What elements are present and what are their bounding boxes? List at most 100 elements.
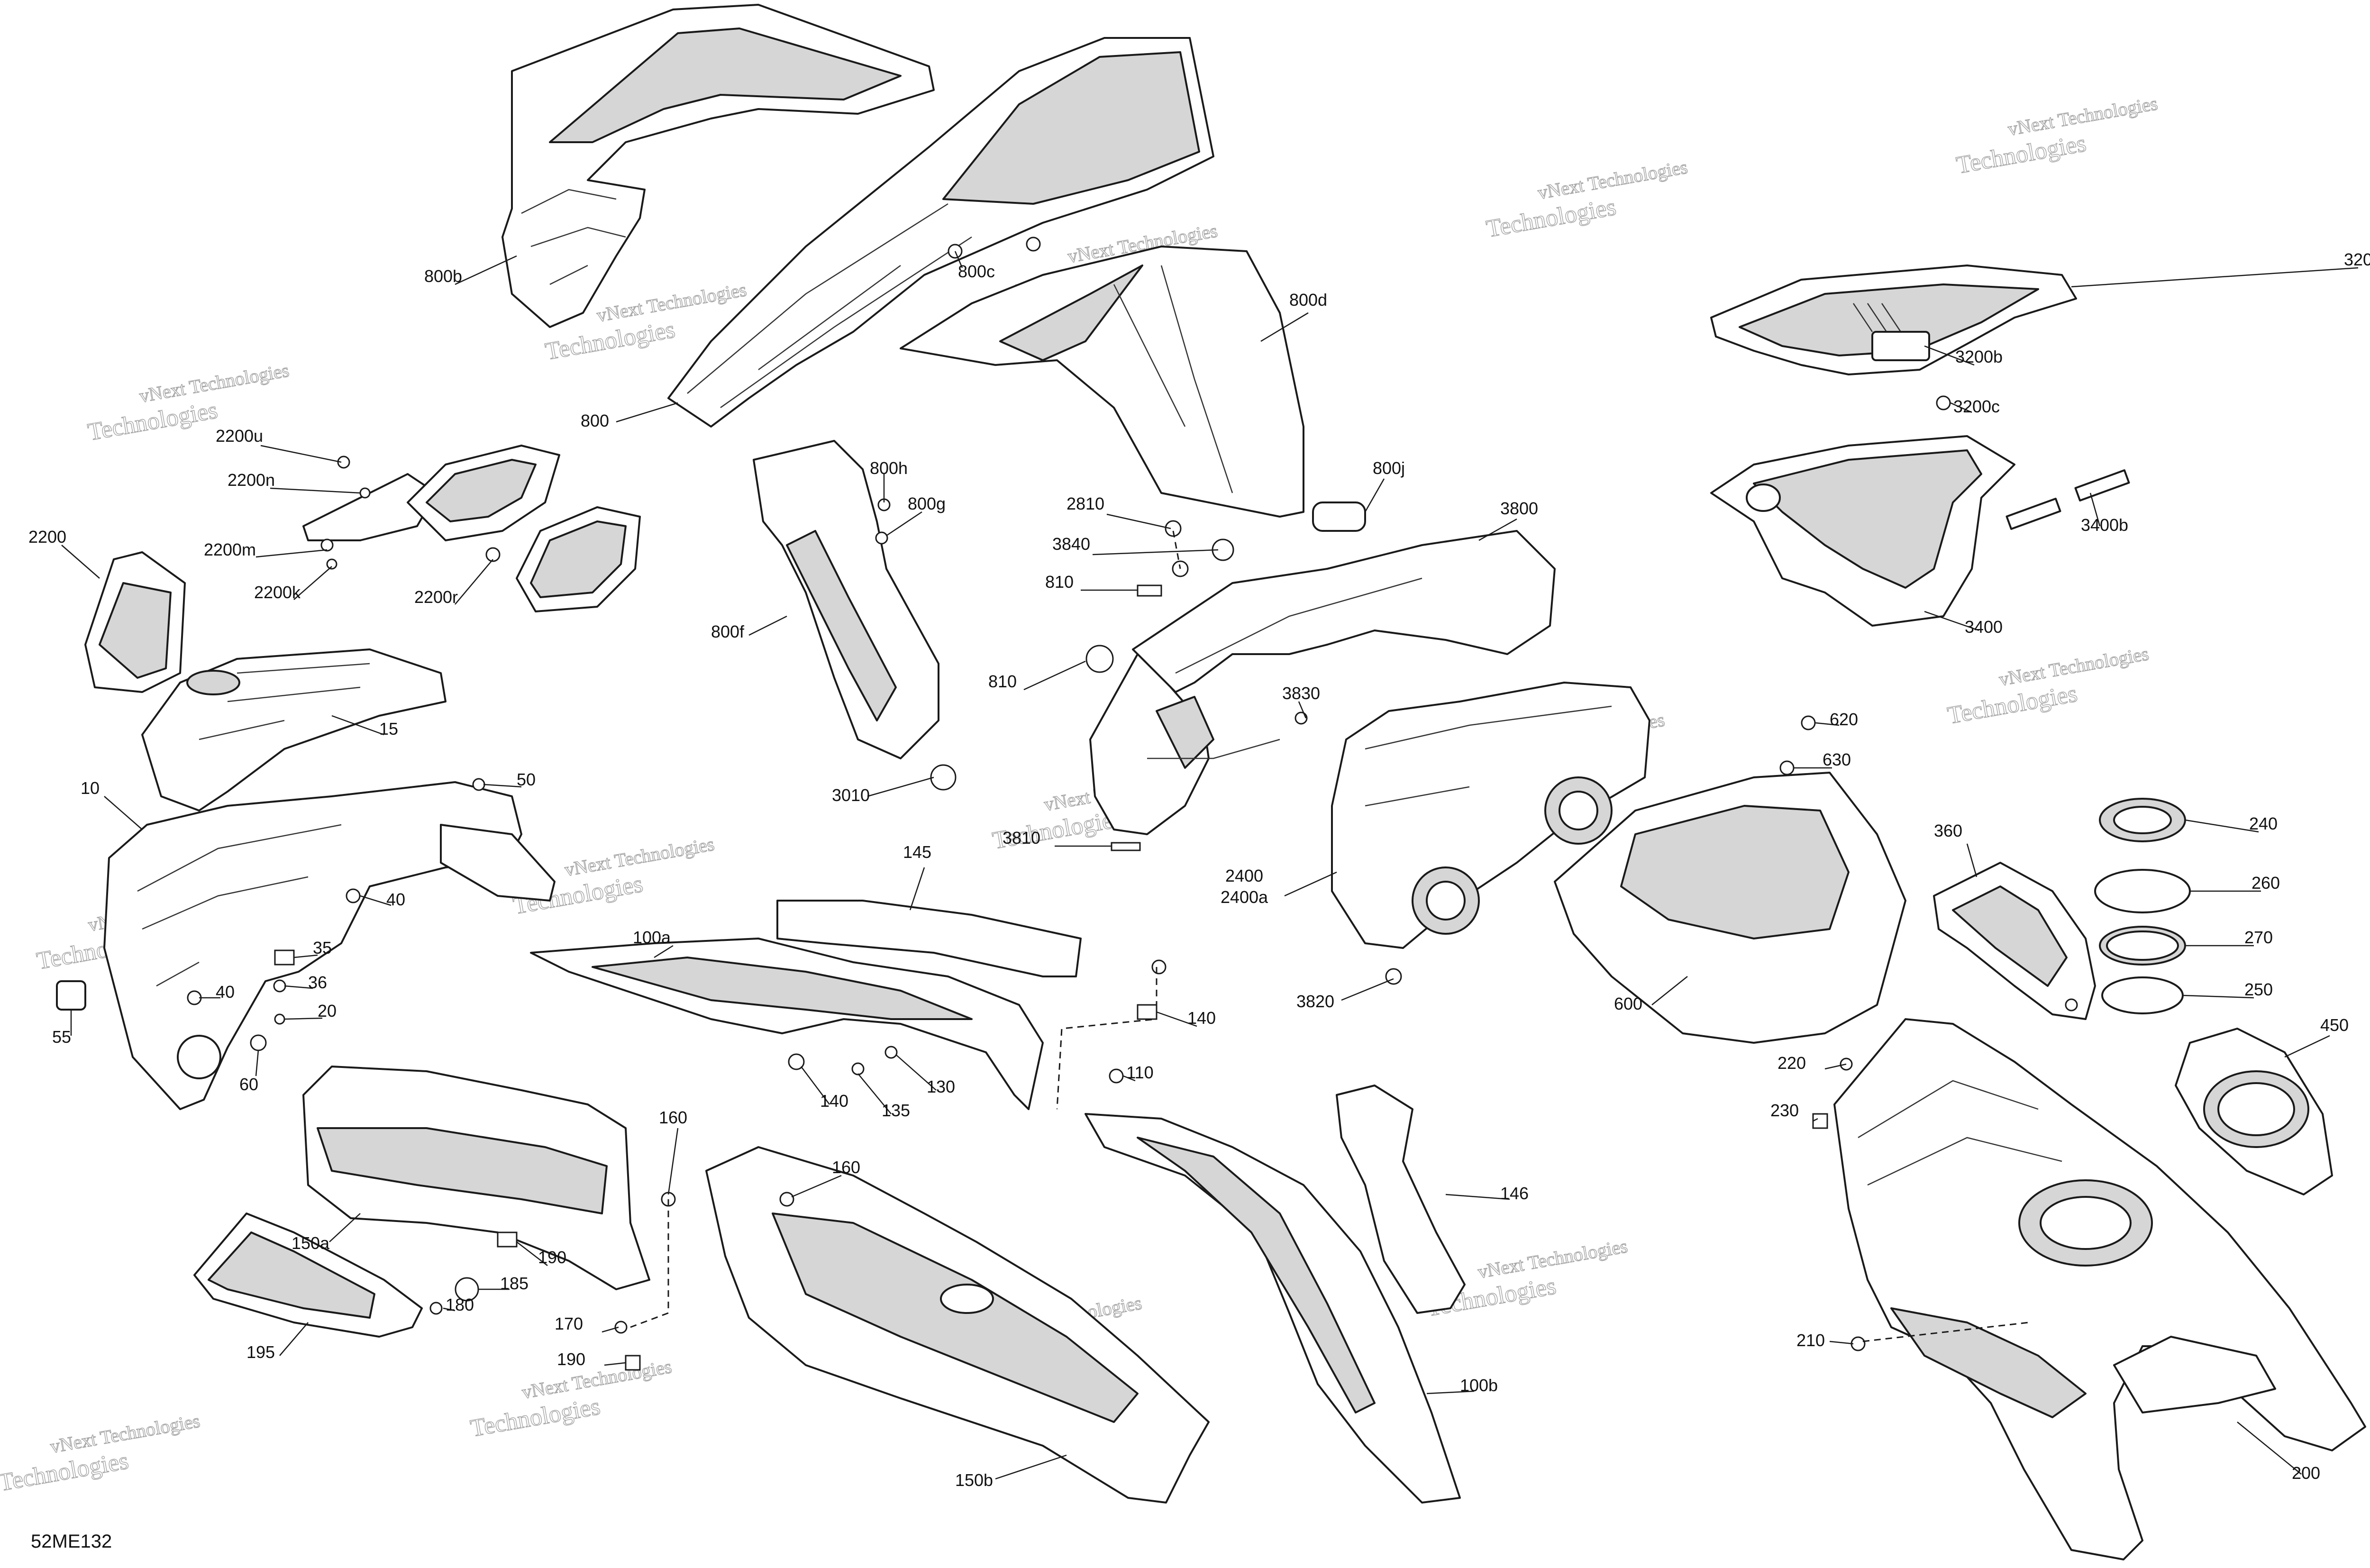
callout-800d: 800d <box>1289 290 1327 310</box>
storage-bin-3400 <box>1710 435 2015 627</box>
callout-270: 270 <box>2244 928 2273 947</box>
callout-40: 40 <box>386 890 405 909</box>
leader-lines <box>61 251 2359 1480</box>
callout-810: 810 <box>1045 572 1074 592</box>
assembly-lines <box>630 530 2029 1342</box>
strip-3400b <box>2005 469 2130 530</box>
callout-140: 140 <box>820 1091 848 1111</box>
callout-2200k: 2200k <box>254 583 301 602</box>
callout-50: 50 <box>517 770 536 789</box>
trim-195 <box>193 1212 423 1338</box>
console-200 <box>1833 1018 2366 1560</box>
cap-55 <box>56 980 86 1011</box>
callout-200: 200 <box>2292 1463 2320 1483</box>
callout-3840: 3840 <box>1052 534 1090 554</box>
watermark: vNext Technologies Technologies <box>1954 92 2160 179</box>
callout-3810: 3810 <box>1003 828 1040 848</box>
watermark: vNext Technologies Technologies <box>85 359 291 446</box>
mirror-2200 <box>84 551 186 693</box>
callout-3200: 3200 <box>2344 250 2370 269</box>
callout-3830: 3830 <box>1282 684 1320 703</box>
side-panel-150b <box>705 1146 1210 1504</box>
callout-150b: 150b <box>955 1470 993 1490</box>
callout-190: 190 <box>538 1248 566 1267</box>
panel-360 <box>1933 862 2096 1020</box>
callout-130: 130 <box>927 1077 955 1096</box>
callout-3200c: 3200c <box>1953 397 2000 416</box>
side-panel-100b <box>1085 1113 1461 1504</box>
callout-150a: 150a <box>292 1233 330 1253</box>
trim-145 <box>776 900 1082 977</box>
callout-360: 360 <box>1934 821 1962 840</box>
callout-260: 260 <box>2252 873 2280 893</box>
callout-3400: 3400 <box>1965 617 2003 637</box>
callout-185: 185 <box>500 1274 529 1293</box>
fairing-800b <box>501 4 935 328</box>
fairing-800 <box>667 37 1214 428</box>
front-fairing-10 <box>103 781 556 1110</box>
callout-800: 800 <box>581 411 609 430</box>
fastener-800j <box>1312 501 1366 532</box>
fasteners <box>187 237 2078 1371</box>
callout-2200m: 2200m <box>204 540 256 559</box>
callout-10: 10 <box>81 778 100 798</box>
callout-36: 36 <box>308 973 327 992</box>
side-panel-100a <box>530 938 1044 1110</box>
lower-fairing-600 <box>1554 772 1906 1044</box>
fairing-800f <box>753 440 939 759</box>
cover-15 <box>141 648 447 811</box>
callout-146: 146 <box>1500 1184 1529 1203</box>
lid-3200 <box>1710 264 2077 375</box>
callout-160: 160 <box>832 1158 860 1177</box>
trim-146 <box>1336 1085 1466 1314</box>
callout-800c: 800c <box>958 262 995 281</box>
cup-holder-450 <box>2175 1028 2333 1195</box>
callout-195: 195 <box>246 1342 275 1362</box>
callout-20: 20 <box>318 1001 337 1021</box>
callout-110: 110 <box>1126 1063 1153 1082</box>
diagram-code: 52ME132 <box>31 1531 112 1552</box>
mirror-bracket-2200n <box>302 445 560 541</box>
side-panel-150a <box>302 1066 650 1290</box>
fairing-800d <box>900 246 1304 518</box>
callout-2400: 2400 <box>1225 866 1263 885</box>
callout-220: 220 <box>1778 1053 1806 1073</box>
callout-450: 450 <box>2320 1015 2349 1035</box>
callout-240: 240 <box>2249 814 2278 833</box>
callout-40: 40 <box>216 982 235 1002</box>
bracket-3800 <box>1089 530 1556 835</box>
callout-800b: 800b <box>424 266 462 286</box>
watermark: vNext Technologies Technologies <box>0 1410 202 1497</box>
callout-800g: 800g <box>908 494 946 513</box>
callout-2200u: 2200u <box>216 426 263 446</box>
callout-100b: 100b <box>1460 1376 1498 1395</box>
callout-160: 160 <box>659 1108 687 1127</box>
rings-240-250 <box>2094 798 2191 1014</box>
callout-3400b: 3400b <box>2081 515 2128 535</box>
callout-3200b: 3200b <box>1955 347 2003 366</box>
callout-620: 620 <box>1830 710 1858 729</box>
callout-55: 55 <box>52 1027 71 1047</box>
callout-190: 190 <box>557 1349 585 1369</box>
callout-135: 135 <box>882 1101 910 1120</box>
callout-35: 35 <box>313 938 332 957</box>
callout-630: 630 <box>1823 750 1851 769</box>
callout-140: 140 <box>1187 1008 1216 1028</box>
callout-810: 810 <box>988 672 1017 691</box>
callout-2200r: 2200r <box>414 587 458 607</box>
callout-600: 600 <box>1614 994 1642 1013</box>
watermark: vNext Technologies Technologies <box>1484 156 1690 243</box>
callout-170: 170 <box>555 1314 583 1333</box>
callout-800h: 800h <box>870 458 908 478</box>
callout-15: 15 <box>379 719 398 738</box>
callout-2200: 2200 <box>28 527 66 547</box>
callout-230: 230 <box>1770 1101 1799 1120</box>
mirror-2200r <box>516 506 641 612</box>
watermark: vNext Technologies Technologies <box>1945 642 2151 729</box>
callout-2810: 2810 <box>1066 494 1104 513</box>
headlight-2400 <box>1331 682 1650 949</box>
callout-145: 145 <box>903 842 931 862</box>
callout-2200n: 2200n <box>228 470 275 490</box>
